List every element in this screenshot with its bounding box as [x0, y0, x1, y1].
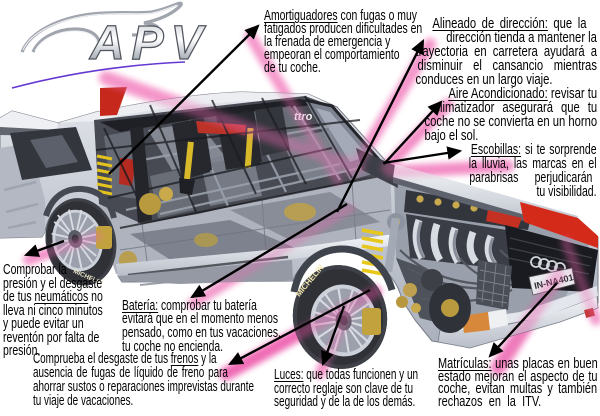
svg-text:APV: APV [89, 17, 210, 70]
